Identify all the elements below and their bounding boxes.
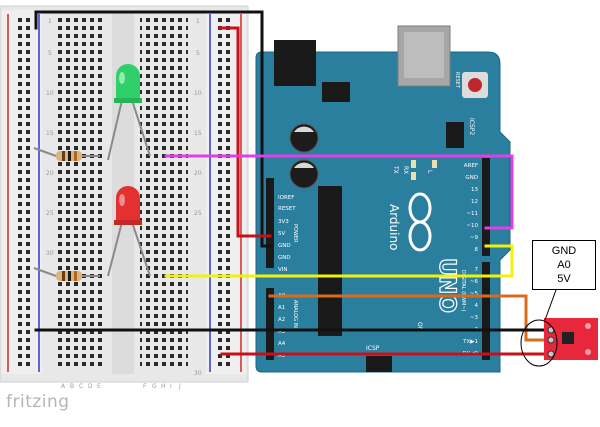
- col-letter: D: [88, 383, 93, 390]
- rx-label: RX: [402, 166, 409, 174]
- pin-callout: GND A0 5V: [532, 240, 596, 290]
- sensor-module: [544, 318, 598, 360]
- row-number: 5: [196, 50, 200, 57]
- arduino-board: RESET ICSP2 TX RX L Arduino UNO ON ICSP: [255, 25, 511, 373]
- row-number: 20: [46, 170, 54, 177]
- power-pin-label: 5V: [278, 231, 285, 237]
- power-jack: [274, 40, 316, 86]
- icsp2-label: ICSP2: [468, 118, 475, 135]
- icsp-header: [366, 356, 392, 372]
- wire-black-gnd-top: [34, 10, 272, 248]
- power-pin-label: GND: [278, 243, 291, 249]
- digital-pin-label: TX▶1: [462, 339, 478, 345]
- digital-pin-label: 4: [475, 303, 479, 309]
- power-pin-label: VIN: [278, 267, 288, 273]
- power-pin-label: GND: [278, 255, 291, 261]
- analog-pin-label: A3: [278, 329, 286, 335]
- arduino-logo: [408, 192, 432, 252]
- digital-pin-label: ~10: [466, 223, 478, 229]
- digital-pin-label: ~5: [470, 291, 479, 297]
- digital-pin-label: ~9: [470, 235, 479, 241]
- analog-header: [266, 288, 274, 360]
- tx-label: TX: [392, 165, 399, 174]
- wire-red-5v-top: [218, 26, 272, 238]
- digital-pin-label: ~3: [470, 315, 479, 321]
- col-letter: A: [61, 383, 66, 390]
- analog-pin-label: A2: [278, 317, 285, 323]
- row-number: 5: [48, 50, 52, 57]
- col-letter: C: [79, 383, 83, 390]
- arduino-name: Arduino: [387, 204, 401, 250]
- col-letter: G: [152, 383, 157, 390]
- digital-pin-label: 13: [471, 187, 478, 193]
- col-letter: B: [70, 383, 74, 390]
- col-letter: H: [161, 383, 166, 390]
- callout-leader: [544, 289, 557, 321]
- wire-magenta-pin10: [164, 154, 514, 230]
- analog-pin-label: A4: [278, 341, 286, 347]
- wire-yellow-pin8: [164, 244, 514, 278]
- digital-pin-label: ~11: [466, 211, 478, 217]
- row-number: 30: [194, 370, 202, 377]
- analog-pin-label: A1: [278, 305, 285, 311]
- row-number: 15: [46, 130, 54, 137]
- digital-header-bottom: [482, 262, 490, 360]
- red-led: [107, 186, 151, 277]
- row-number: 25: [46, 210, 54, 217]
- row-number: 15: [194, 130, 202, 137]
- analog-pin-label: A5: [278, 353, 286, 359]
- digital-label: DIGITAL (PWM~): [460, 270, 466, 312]
- digital-pin-label: AREF: [464, 163, 478, 169]
- power-header: [266, 178, 274, 268]
- resistor-1: [33, 147, 100, 161]
- callout-line-gnd: GND: [551, 245, 577, 257]
- digital-pin-label: 7: [475, 267, 479, 273]
- row-number: 30: [46, 250, 54, 257]
- col-letter: I: [170, 383, 172, 390]
- microcontroller-chip: [318, 186, 342, 336]
- power-pin-label: IOREF: [278, 195, 294, 201]
- row-number: 20: [194, 170, 202, 177]
- l-label: L: [426, 170, 433, 174]
- power-pin-label: RESET: [278, 206, 296, 212]
- digital-pin-label: GND: [465, 175, 478, 181]
- row-number: 10: [46, 90, 54, 97]
- callout-line-a0: A0: [557, 259, 571, 271]
- digital-pin-label: 8: [475, 247, 479, 253]
- row-number: 1: [196, 18, 200, 25]
- analog-label: ANALOG IN: [292, 300, 298, 328]
- digital-pin-label: 12: [471, 199, 478, 205]
- resistor-2: [33, 267, 100, 281]
- row-number: 10: [194, 90, 202, 97]
- row-number: 25: [194, 210, 202, 217]
- col-letter: F: [143, 383, 147, 390]
- col-letter: J: [178, 383, 181, 390]
- fritzing-watermark: fritzing: [6, 392, 70, 412]
- digital-pin-label: ~6: [470, 279, 479, 285]
- callout-ring: [520, 319, 558, 367]
- green-led: [107, 64, 151, 161]
- on-label: ON: [416, 322, 423, 331]
- callout-line-5v: 5V: [557, 273, 571, 285]
- icsp-label: ICSP: [366, 345, 380, 352]
- wire-orange-a0: [268, 294, 550, 342]
- row-number: 1: [48, 18, 52, 25]
- arduino-model: UNO: [434, 258, 459, 313]
- power-label: POWER: [292, 224, 298, 243]
- col-letter: E: [97, 383, 101, 390]
- reset-label: RESET: [454, 72, 460, 89]
- power-pin-label: 3V3: [278, 219, 289, 225]
- digital-header-top: [482, 158, 490, 256]
